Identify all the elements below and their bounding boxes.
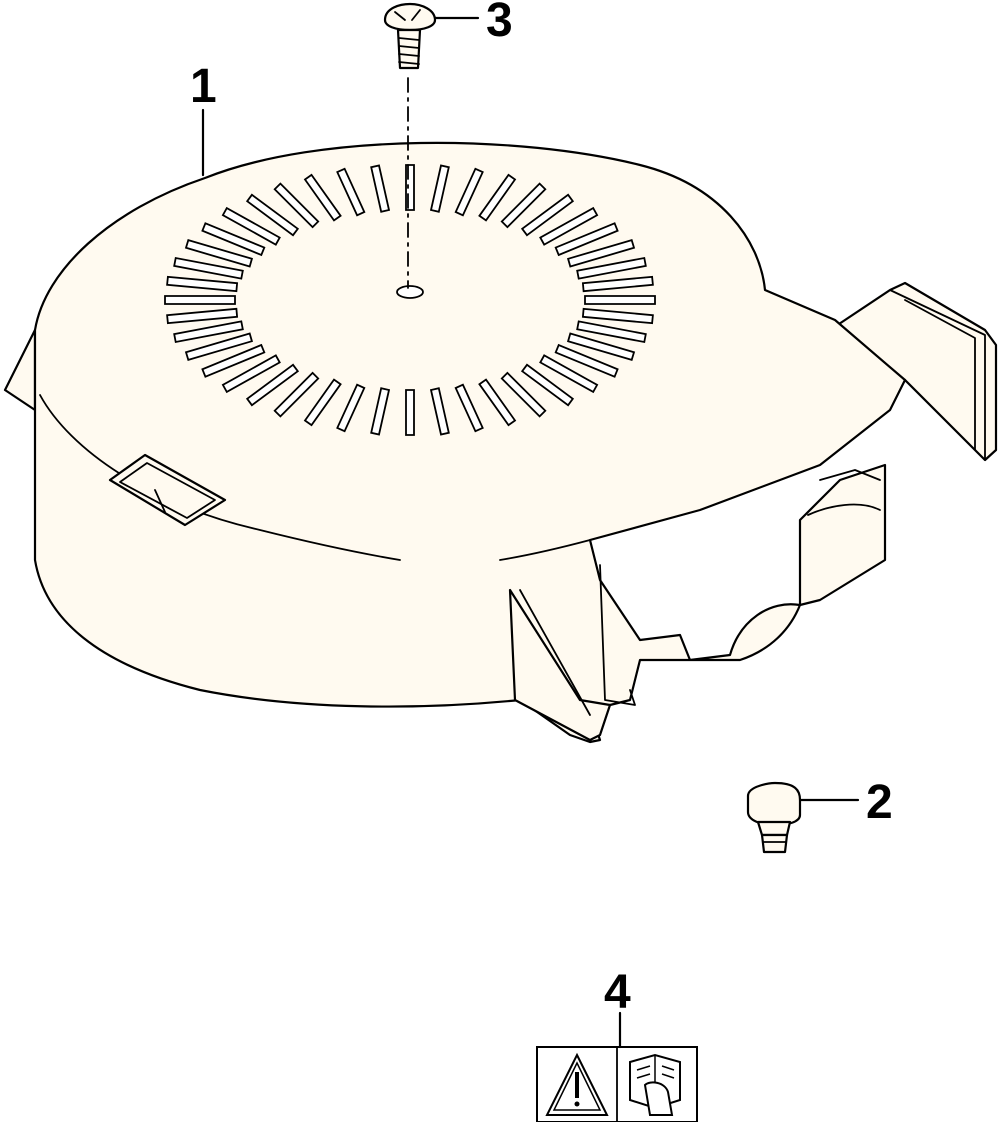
vent-slot (303, 378, 342, 427)
vent-slot (478, 378, 517, 427)
vent-slot (370, 387, 391, 436)
vent-slot (184, 238, 254, 268)
vent-slot (370, 164, 391, 213)
vent-slot (500, 371, 547, 418)
vent-slot (201, 222, 266, 257)
vent-slot (478, 173, 517, 222)
vent-slot (539, 354, 599, 394)
vent-slot (581, 275, 654, 293)
plug[interactable] (746, 781, 802, 854)
vent-slot (584, 295, 656, 305)
vent-slot (173, 320, 244, 344)
callout-2: 2 (866, 776, 893, 829)
vent-slot (184, 332, 254, 362)
vent-slot (566, 332, 636, 362)
vent-slot (245, 363, 300, 407)
vent-slot (429, 164, 450, 213)
vent-slot (520, 363, 575, 407)
vent-slot (336, 167, 366, 217)
vent-slot (566, 238, 636, 268)
callout-4: 4 (604, 966, 631, 1019)
vent-slot (454, 383, 484, 433)
vent-slots (164, 164, 656, 436)
vent-slot (273, 182, 320, 229)
vent-slot (581, 307, 654, 325)
vent-slot (554, 222, 619, 257)
vent-slot (429, 387, 450, 436)
vent-slot (554, 343, 619, 378)
vent-slot (173, 256, 244, 280)
warning-label[interactable] (536, 1046, 698, 1122)
vent-slot (405, 389, 415, 436)
vent-slot (166, 307, 239, 325)
blower-housing[interactable] (3, 141, 998, 744)
vent-slot (221, 206, 281, 246)
vent-slot (273, 371, 320, 418)
vent-slot (539, 206, 599, 246)
callout-1: 1 (190, 60, 217, 113)
vent-slot (201, 343, 266, 378)
vent-slot (303, 173, 342, 222)
warning-triangle-icon (545, 1052, 609, 1116)
vent-slot (500, 182, 547, 229)
vent-slot (164, 295, 236, 305)
vent-slot (520, 193, 575, 237)
vent-slot (454, 167, 484, 217)
callout-3: 3 (486, 0, 513, 47)
vent-slot (245, 193, 300, 237)
vent-slot (576, 320, 647, 344)
screw[interactable] (383, 2, 437, 289)
vent-slot (336, 383, 366, 433)
vent-slot (576, 256, 647, 280)
manual-read-icon (629, 1053, 681, 1116)
vent-slot (166, 275, 239, 293)
vent-slot (221, 354, 281, 394)
